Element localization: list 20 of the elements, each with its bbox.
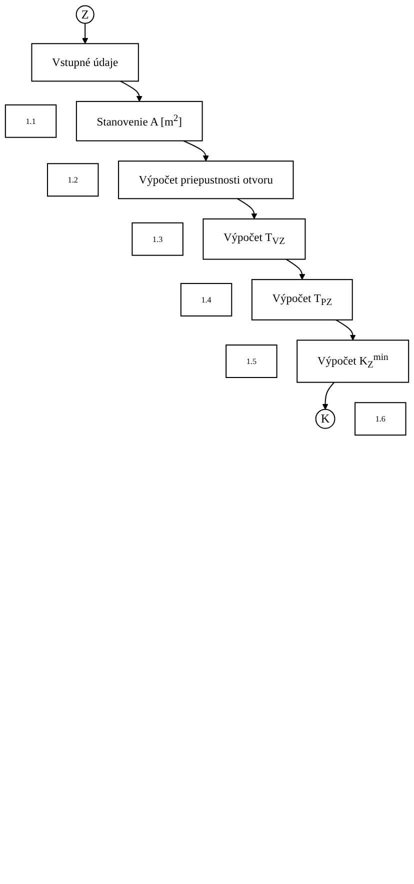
node-box: Vstupné údaje — [31, 43, 139, 82]
arrow — [120, 80, 142, 102]
node-box: 1.2 — [46, 163, 99, 197]
node-circle: K — [315, 408, 336, 429]
arrow — [322, 382, 335, 410]
arrow — [336, 319, 356, 340]
node-box: 1.1 — [4, 104, 57, 138]
node-box: Stanovenie A [m$^{2}$] — [76, 100, 203, 142]
node-box: 1.4 — [180, 282, 232, 316]
node-box: Výpočet T$_{VZ}$ — [202, 218, 306, 260]
arrow — [286, 258, 306, 280]
node-box: 1.3 — [132, 222, 184, 256]
node-box: 1.5 — [226, 344, 278, 378]
node-box: Výpočet T$_{PZ}$ — [251, 279, 353, 320]
arrow — [237, 198, 258, 220]
node-box: Výpočet priepustnosti otvoru — [118, 160, 294, 200]
arrow — [82, 23, 88, 44]
node-box: 1.6 — [354, 402, 406, 436]
node-circle: Z — [76, 5, 94, 24]
arrow — [183, 140, 209, 162]
